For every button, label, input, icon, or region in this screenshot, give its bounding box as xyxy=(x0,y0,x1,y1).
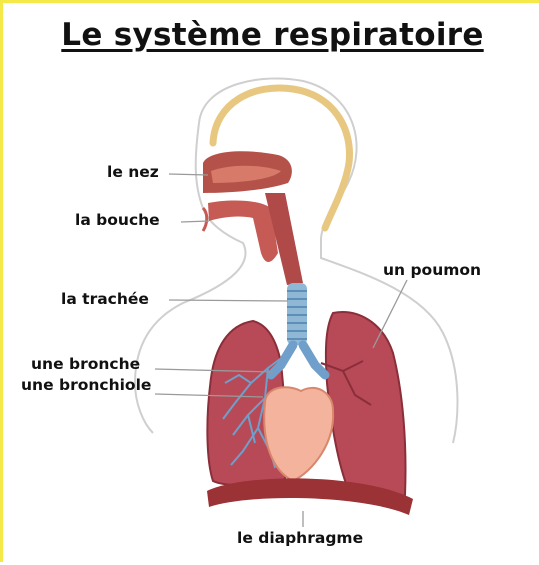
label-nez: le nez xyxy=(107,163,159,181)
label-trachee: la trachée xyxy=(61,290,149,308)
trachea-rings xyxy=(287,291,307,339)
mouth-cavity xyxy=(208,200,278,262)
right-bronchus xyxy=(303,345,325,375)
label-bronche: une bronche xyxy=(31,355,140,373)
right-lung xyxy=(326,312,406,499)
label-diaphragme: le diaphragme xyxy=(237,529,363,547)
label-bouche: la bouche xyxy=(75,211,160,229)
respiratory-system-illustration xyxy=(3,3,539,565)
label-poumon: un poumon xyxy=(383,261,481,279)
label-bronchiole: une bronchiole xyxy=(21,376,151,394)
